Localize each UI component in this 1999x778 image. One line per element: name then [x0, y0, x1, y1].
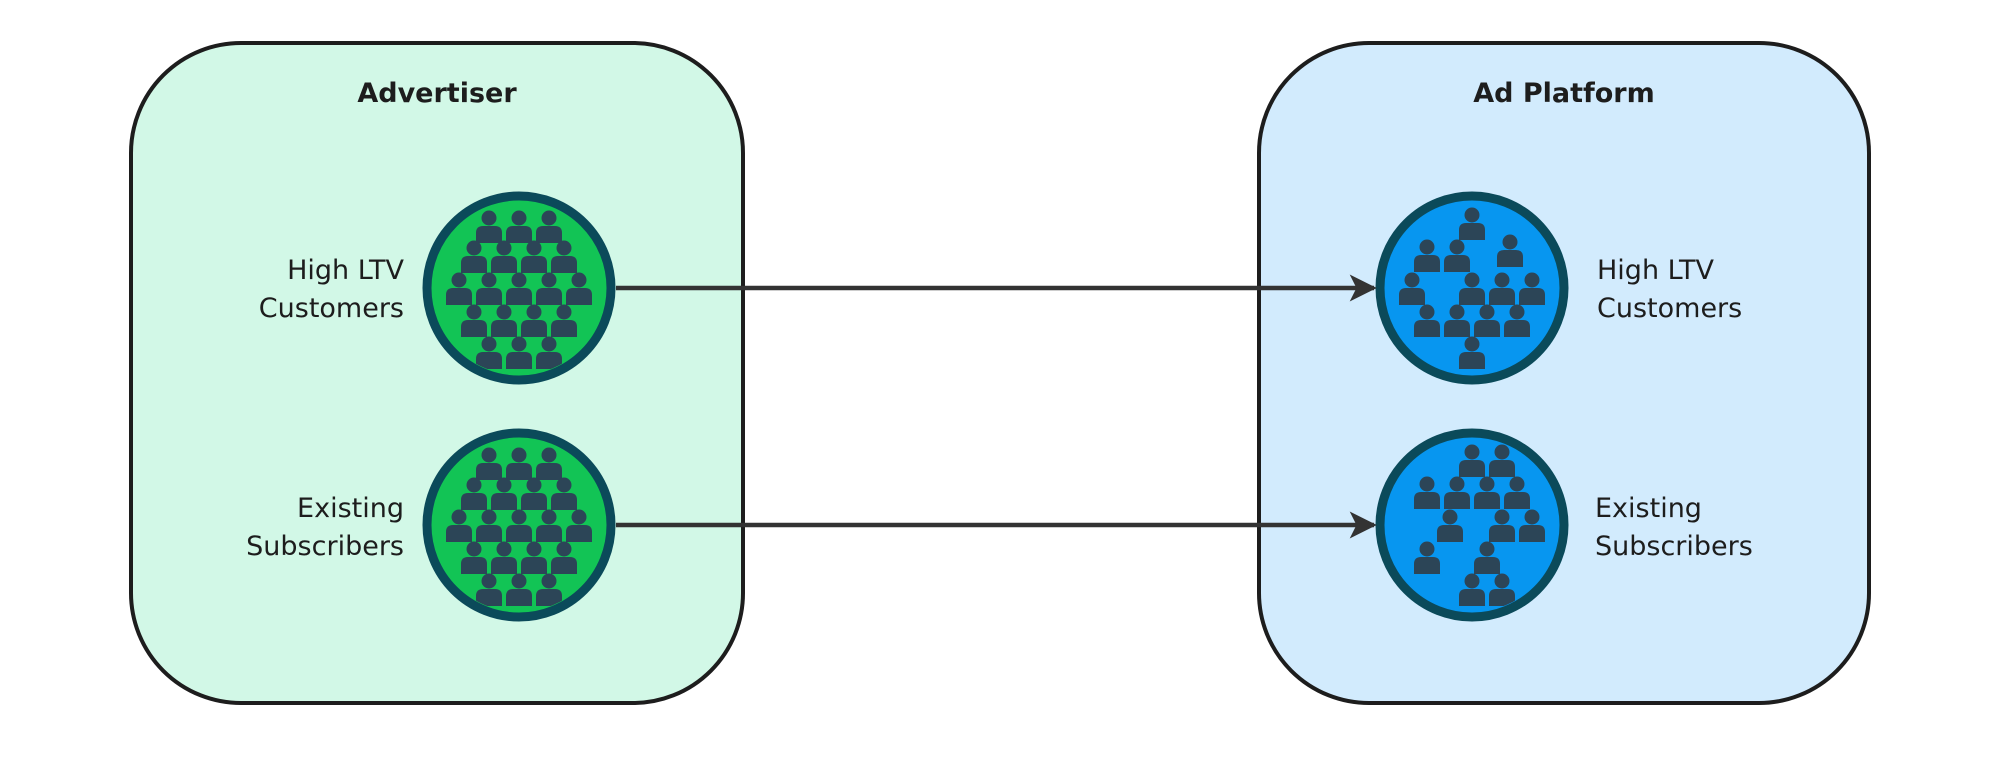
ad-platform-title: Ad Platform [1473, 78, 1655, 109]
advertiser-existing-subscribers-label-line2: Subscribers [246, 531, 404, 562]
ad-platform-panel: Ad Platform High LTV Customers Existing … [1257, 41, 1871, 705]
ad-platform-high-ltv-label-line1: High LTV [1597, 255, 1714, 286]
advertiser-high-ltv-label-line1: High LTV [287, 255, 404, 286]
advertiser-high-ltv-audience [422, 191, 616, 385]
advertiser-panel: Advertiser High LTV Customers Existing S… [129, 41, 745, 705]
ad-platform-existing-subscribers-label-line2: Subscribers [1595, 531, 1753, 562]
ad-platform-high-ltv-audience [1375, 191, 1569, 385]
advertiser-existing-subscribers-label-line1: Existing [297, 493, 404, 524]
advertiser-title: Advertiser [357, 78, 517, 109]
advertiser-existing-subscribers-audience [422, 428, 616, 622]
ad-platform-high-ltv-label-line2: Customers [1597, 293, 1742, 324]
ad-platform-existing-subscribers-audience [1375, 428, 1569, 622]
advertiser-high-ltv-label-line2: Customers [259, 293, 404, 324]
ad-platform-existing-subscribers-label-line1: Existing [1595, 493, 1702, 524]
